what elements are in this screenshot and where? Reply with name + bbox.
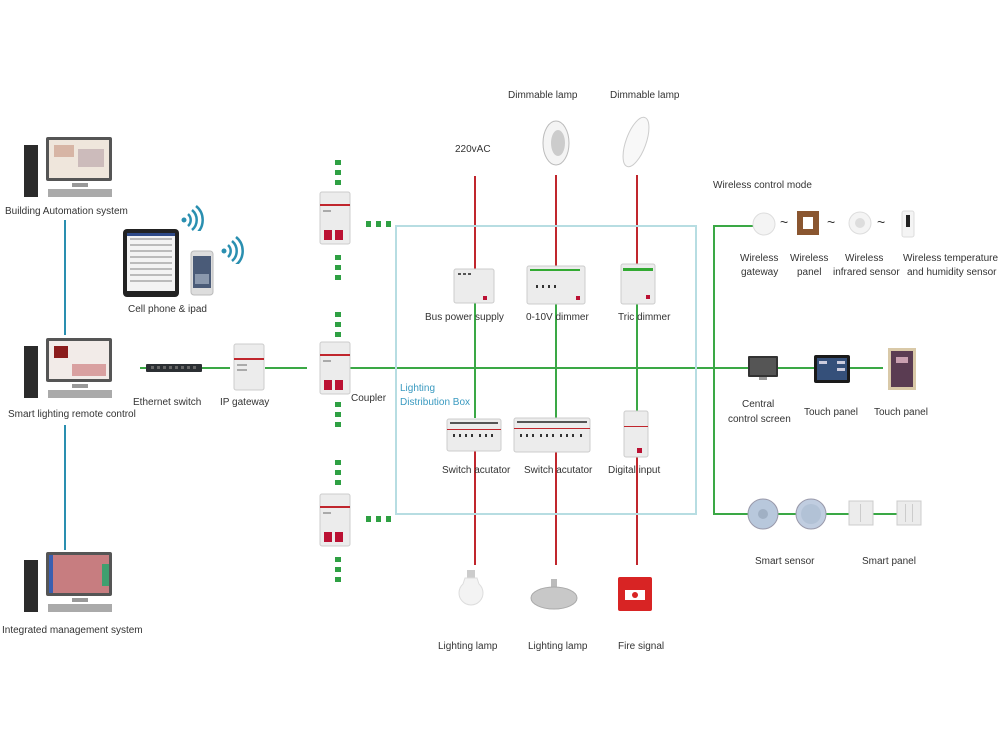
ip-gateway-label: IP gateway bbox=[220, 397, 270, 408]
touch-panel-label-2: Touch panel bbox=[874, 407, 928, 418]
bus-line bbox=[474, 303, 476, 418]
bus-line bbox=[265, 367, 307, 369]
wireless-panel-label-2: panel bbox=[797, 267, 822, 278]
box-title-line-2: Distribution Box bbox=[400, 397, 471, 408]
touch-panel-device-1 bbox=[813, 354, 851, 384]
wireless-temp-sensor-device bbox=[901, 210, 915, 238]
wireless-ir-label-1: Wireless bbox=[845, 253, 884, 264]
smart-sensor-label: Smart sensor bbox=[755, 556, 815, 567]
bus-line bbox=[713, 225, 753, 227]
switch-actuator-label-2: Switch acutator bbox=[524, 465, 593, 476]
tablet-device bbox=[122, 228, 180, 298]
bus-line bbox=[713, 367, 883, 369]
power-line bbox=[555, 175, 557, 268]
coupler-device-top bbox=[318, 190, 352, 246]
wireless-ir-sensor-device bbox=[848, 211, 872, 235]
bus-line bbox=[713, 225, 715, 515]
wireless-gateway-label-1: Wireless bbox=[740, 253, 779, 264]
lighting-lamp-label-1: Lighting lamp bbox=[438, 641, 498, 652]
smart-lighting-computer bbox=[22, 336, 114, 402]
wave-icon: ~ bbox=[780, 214, 789, 230]
smart-panel-label: Smart panel bbox=[862, 556, 916, 567]
fire-signal-label: Fire signal bbox=[618, 641, 665, 652]
digital-input-device bbox=[623, 410, 649, 458]
dimmable-lamp-label-2: Dimmable lamp bbox=[610, 90, 680, 101]
coupler-label: Coupler bbox=[351, 393, 387, 404]
ethernet-switch-device bbox=[145, 362, 203, 374]
dimmable-lamp-label-1: Dimmable lamp bbox=[508, 90, 578, 101]
smart-lighting-label: Smart lighting remote control bbox=[8, 409, 136, 420]
triac-dimmer-device bbox=[620, 263, 656, 305]
box-title-line-1: Lighting bbox=[400, 383, 436, 394]
fire-alarm-device bbox=[617, 576, 653, 612]
coupler-device-bottom bbox=[318, 492, 352, 548]
wireless-gateway-label-2: gateway bbox=[741, 267, 779, 278]
touch-panel-device-2 bbox=[887, 347, 917, 391]
bus-power-supply-device bbox=[453, 268, 495, 304]
touch-panel-label-1: Touch panel bbox=[804, 407, 858, 418]
network-line bbox=[64, 220, 66, 335]
central-screen-label-1: Central bbox=[742, 399, 775, 410]
wifi-icon bbox=[220, 234, 244, 264]
wave-icon: ~ bbox=[827, 214, 836, 230]
voltage-label: 220vAC bbox=[455, 144, 491, 155]
switch-actuator-device-2 bbox=[513, 417, 591, 453]
building-automation-computer bbox=[22, 135, 114, 201]
central-screen-label-2: control screen bbox=[728, 414, 791, 425]
switch-actuator-label-1: Switch acutator bbox=[442, 465, 511, 476]
wireless-panel-label-1: Wireless bbox=[790, 253, 829, 264]
smart-sensor-device-2 bbox=[794, 496, 828, 532]
bulb-lamp bbox=[453, 569, 489, 619]
wireless-panel-device bbox=[796, 210, 820, 236]
power-line bbox=[636, 450, 638, 565]
wireless-gateway-device bbox=[752, 212, 776, 236]
coupler-device-middle bbox=[318, 340, 352, 396]
ip-gateway-device bbox=[232, 342, 266, 392]
bus-power-label: Bus power supply bbox=[425, 312, 504, 323]
lighting-distribution-box bbox=[395, 225, 697, 515]
power-line bbox=[555, 450, 557, 565]
power-line bbox=[474, 176, 476, 271]
wifi-icon bbox=[180, 203, 204, 231]
dimmer-010v-label: 0-10V dimmer bbox=[526, 312, 589, 323]
central-control-screen-device bbox=[747, 355, 779, 381]
ethernet-switch-label: Ethernet switch bbox=[133, 397, 202, 408]
smart-panel-device-1 bbox=[848, 500, 874, 526]
wireless-temp-label-1: Wireless temperature bbox=[903, 253, 999, 264]
triac-dimmer-label: Tric dimmer bbox=[618, 312, 671, 323]
wireless-ir-label-2: infrared sensor bbox=[833, 267, 900, 278]
building-automation-label: Building Automation system bbox=[5, 206, 128, 217]
lighting-lamp-label-2: Lighting lamp bbox=[528, 641, 588, 652]
wireless-mode-label: Wireless control mode bbox=[713, 180, 812, 191]
smart-panel-device-2 bbox=[896, 500, 922, 526]
wave-icon: ~ bbox=[877, 214, 886, 230]
bus-line bbox=[555, 303, 557, 418]
highbay-lamp bbox=[529, 578, 579, 610]
power-line bbox=[636, 175, 638, 265]
bus-line bbox=[200, 367, 230, 369]
phone-device bbox=[190, 250, 214, 296]
integrated-management-computer bbox=[22, 550, 114, 616]
cell-phone-label: Cell phone & ipad bbox=[128, 304, 207, 315]
integrated-management-label: Integrated management system bbox=[2, 625, 143, 636]
panel-lamp bbox=[620, 113, 652, 171]
dimmer-010v-device bbox=[526, 265, 586, 305]
smart-sensor-device-1 bbox=[746, 496, 780, 532]
network-line bbox=[64, 425, 66, 550]
bus-line bbox=[350, 367, 715, 369]
downlight-lamp bbox=[538, 115, 574, 171]
power-line bbox=[474, 450, 476, 565]
wireless-temp-label-2: and humidity sensor bbox=[907, 267, 997, 278]
switch-actuator-device-1 bbox=[446, 418, 502, 452]
digital-input-label: Digital input bbox=[608, 465, 661, 476]
bus-line bbox=[636, 303, 638, 411]
